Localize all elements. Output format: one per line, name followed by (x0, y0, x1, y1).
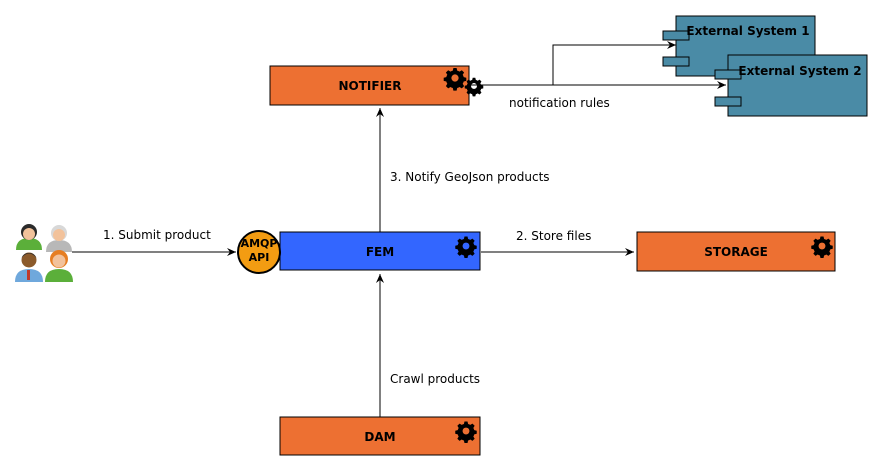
component-port-bottom (714, 96, 742, 107)
store-files-label: 2. Store files (516, 229, 591, 243)
fem-label: FEM (366, 245, 394, 259)
edge-notifier-to-external1 (470, 41, 676, 86)
storage-box: STORAGE (636, 231, 836, 272)
notification-rules-label: notification rules (509, 96, 610, 110)
users-icon (15, 224, 73, 282)
external-system-1-label: External System 1 (686, 24, 809, 38)
component-port-top (662, 30, 690, 41)
user-figure (16, 224, 42, 250)
component-port-bottom (662, 56, 690, 67)
external-system-1: External System 1 (662, 15, 816, 77)
component-port-top (714, 69, 742, 80)
notifier-label: NOTIFIER (339, 79, 402, 93)
user-figure (45, 250, 73, 282)
notify-geojson-label: 3. Notify GeoJson products (390, 170, 550, 184)
storage-label: STORAGE (704, 245, 768, 259)
submit-product-label: 1. Submit product (103, 228, 211, 242)
amqp-api-node: AMQP API (237, 230, 281, 274)
user-figure (46, 225, 72, 252)
notifier-box: NOTIFIER (269, 65, 484, 106)
dam-label: DAM (364, 430, 395, 444)
fem-box: FEM (279, 231, 481, 271)
api-label-line2: API (249, 251, 270, 264)
crawl-products-label: Crawl products (390, 372, 480, 386)
dam-box: DAM (279, 416, 481, 456)
user-figure (15, 252, 43, 282)
external-system-2-label: External System 2 (738, 64, 861, 78)
external-system-2: External System 2 (714, 54, 868, 117)
api-label-line1: AMQP (241, 237, 278, 250)
